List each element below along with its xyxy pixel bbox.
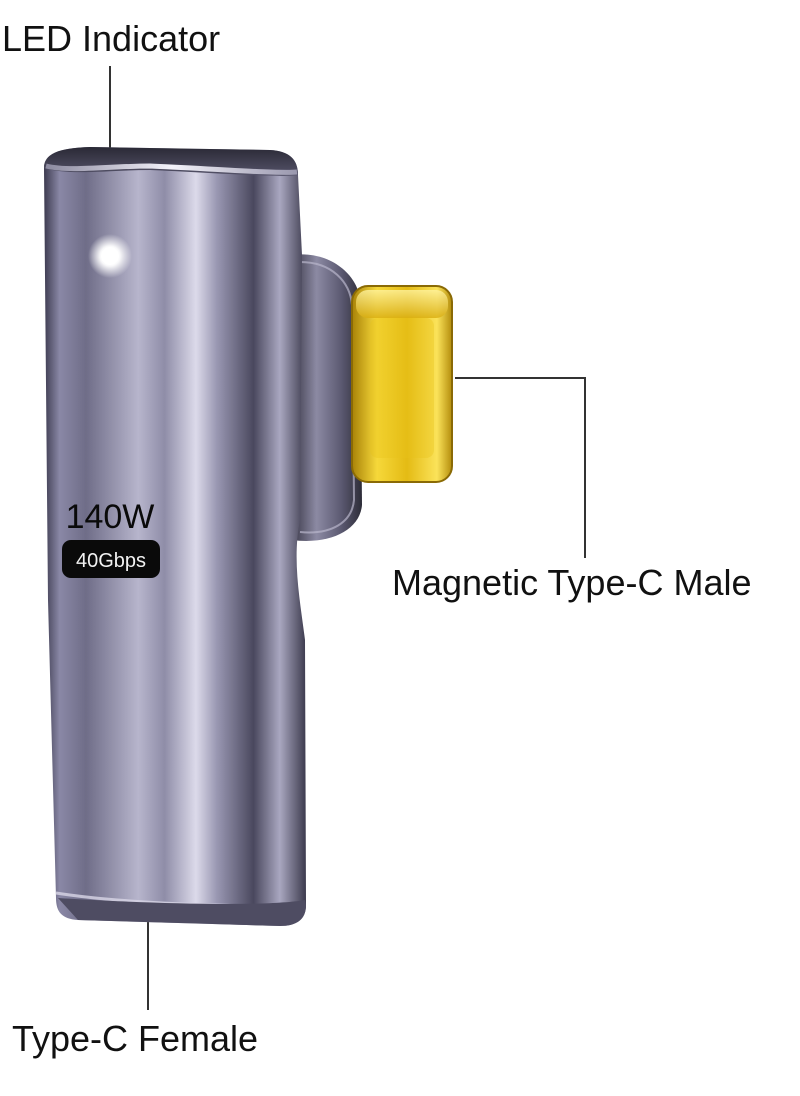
led-light-icon (88, 234, 132, 278)
female-connector-label: Type-C Female (12, 1018, 259, 1059)
badge-speed-pill (62, 540, 160, 578)
led-indicator-label: LED Indicator (2, 18, 221, 59)
badge-power-text: 140W (66, 498, 155, 536)
badge-speed-text: 40Gbps (76, 550, 146, 572)
adapter-body (44, 147, 306, 926)
type-c-male-plug (351, 285, 453, 483)
spec-badge: 140W 40Gbps (62, 498, 160, 578)
male-leader-line (455, 377, 586, 558)
male-connector-label: Magnetic Type-C Male (392, 562, 752, 603)
